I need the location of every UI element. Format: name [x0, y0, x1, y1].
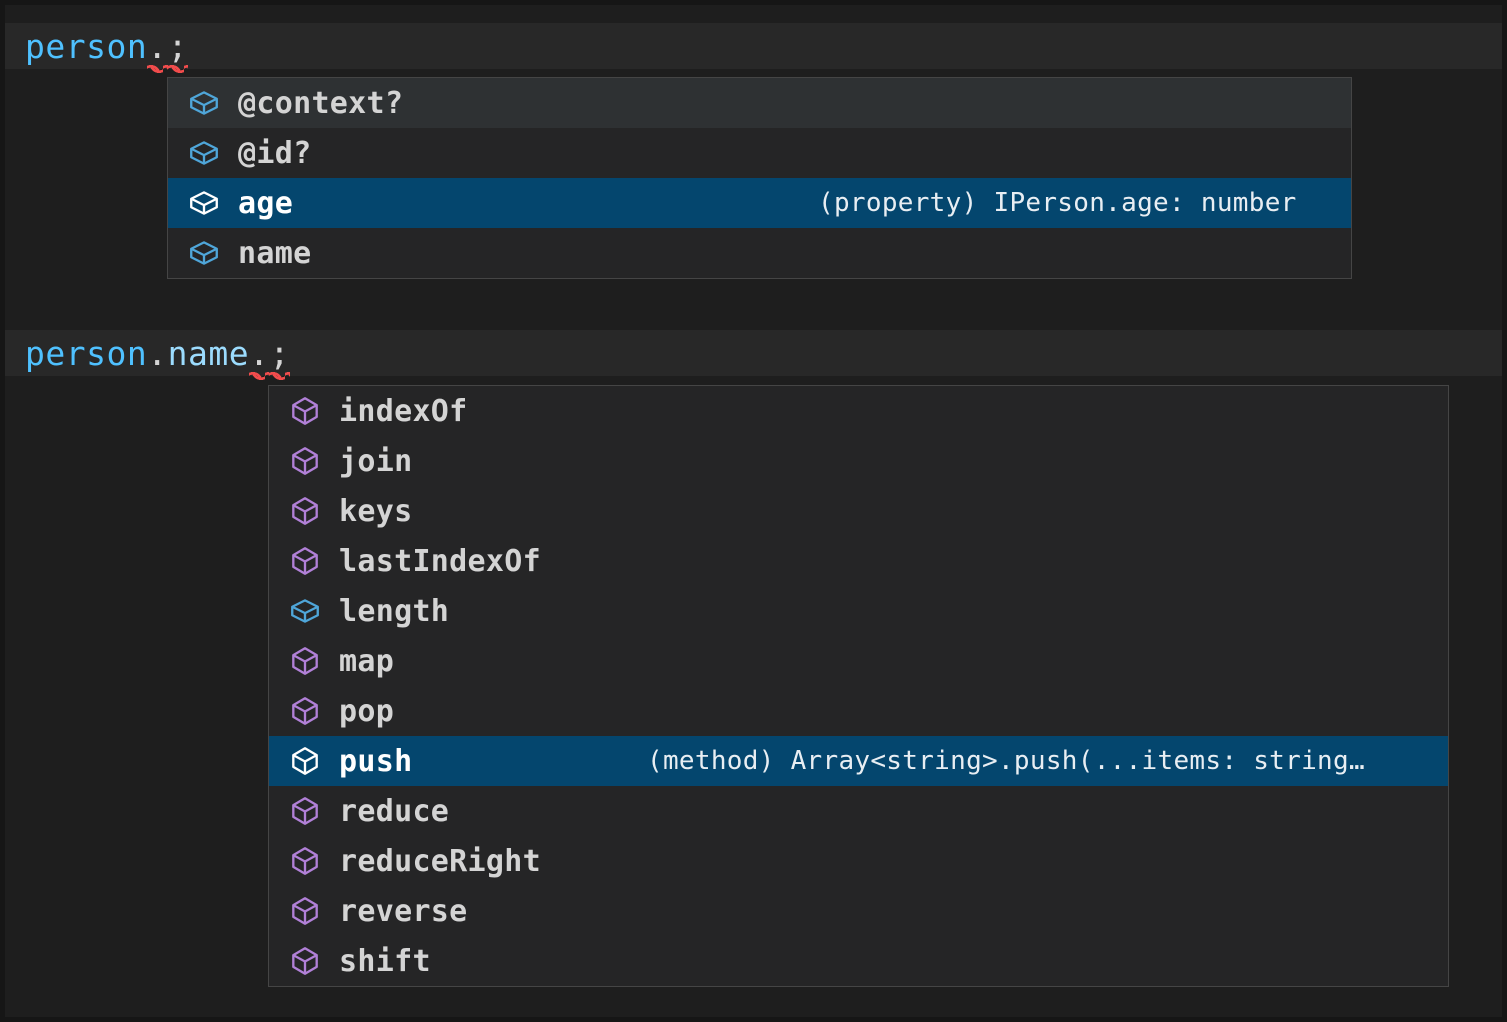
suggest-item-age[interactable]: age (property) IPerson.age: number [168, 178, 1351, 228]
method-cube-icon [283, 939, 327, 983]
suggest-item-label: @context? [238, 85, 404, 121]
suggest-item-label: push [339, 743, 413, 779]
error-squiggle-icon [249, 371, 270, 380]
method-cube-icon [283, 389, 327, 433]
suggest-item-id[interactable]: @id? [168, 128, 1351, 178]
method-cube-icon [283, 489, 327, 533]
code-token-variable: person [25, 26, 148, 66]
code-line-1-tokens: person.; [25, 26, 188, 73]
method-cube-icon [283, 889, 327, 933]
suggest-item-map[interactable]: map [269, 636, 1448, 686]
code-line-2-tokens: person.name.; [25, 333, 290, 380]
suggest-item-label: shift [339, 943, 431, 979]
suggest-item-label: reduce [339, 793, 450, 829]
method-cube-icon [283, 539, 327, 583]
suggest-item-reduce[interactable]: reduce [269, 786, 1448, 836]
suggest-item-detail: (method) Array<string>.push(...items: st… [647, 746, 1365, 776]
code-token-punctuation: . [249, 334, 270, 380]
suggest-item-label: reduceRight [339, 843, 541, 879]
error-squiggle-icon [167, 64, 188, 73]
suggest-item-label: @id? [238, 135, 312, 171]
property-cube-icon [182, 131, 226, 175]
code-token-punctuation: ; [269, 334, 290, 380]
suggest-item-label: map [339, 643, 395, 679]
code-line-1[interactable]: person.; [5, 23, 1502, 73]
property-cube-icon [182, 81, 226, 125]
suggest-item-keys[interactable]: keys [269, 486, 1448, 536]
property-cube-icon [283, 589, 327, 633]
suggest-item-push[interactable]: push (method) Array<string>.push(...items… [269, 736, 1448, 786]
code-token-property: name [167, 333, 250, 373]
suggest-item-label: reverse [339, 893, 468, 929]
suggest-item-label: name [238, 235, 312, 271]
method-cube-icon [283, 839, 327, 883]
suggest-item-reverse[interactable]: reverse [269, 886, 1448, 936]
suggest-item-label: length [339, 593, 450, 629]
method-cube-icon [283, 439, 327, 483]
code-token-punctuation: . [147, 333, 168, 373]
suggest-item-pop[interactable]: pop [269, 686, 1448, 736]
suggest-item-label: keys [339, 493, 413, 529]
suggest-item-name[interactable]: name [168, 228, 1351, 278]
suggest-item-context[interactable]: @context? [168, 78, 1351, 128]
suggest-widget-person[interactable]: @context? @id? age (property) IPerson.age: … [167, 77, 1352, 279]
error-squiggle-icon [147, 64, 168, 73]
method-cube-icon [283, 789, 327, 833]
code-token-punctuation: . [147, 27, 168, 73]
suggest-item-reduceright[interactable]: reduceRight [269, 836, 1448, 886]
suggest-item-label: indexOf [339, 393, 468, 429]
code-token-punctuation: ; [167, 27, 188, 73]
suggest-item-join[interactable]: join [269, 436, 1448, 486]
suggest-item-lastindexof[interactable]: lastIndexOf [269, 536, 1448, 586]
suggest-item-label: pop [339, 693, 395, 729]
code-token-variable: person [25, 333, 148, 373]
editor-surface: person.; person.name.; @context?@id?age(… [5, 5, 1502, 1017]
suggest-item-shift[interactable]: shift [269, 936, 1448, 986]
method-cube-icon [283, 639, 327, 683]
property-cube-icon [182, 231, 226, 275]
suggest-widget-name[interactable]: indexOf join keys lastIndexOf length map pop pu… [268, 385, 1449, 987]
code-line-2[interactable]: person.name.; [5, 330, 1502, 380]
error-squiggle-icon [269, 371, 290, 380]
suggest-item-label: join [339, 443, 413, 479]
method-cube-icon [283, 739, 327, 783]
method-cube-icon [283, 689, 327, 733]
suggest-item-label: lastIndexOf [339, 543, 541, 579]
property-cube-icon [182, 181, 226, 225]
suggest-item-label: age [238, 185, 294, 221]
suggest-item-detail: (property) IPerson.age: number [818, 188, 1297, 218]
suggest-item-indexof[interactable]: indexOf [269, 386, 1448, 436]
suggest-item-length[interactable]: length [269, 586, 1448, 636]
